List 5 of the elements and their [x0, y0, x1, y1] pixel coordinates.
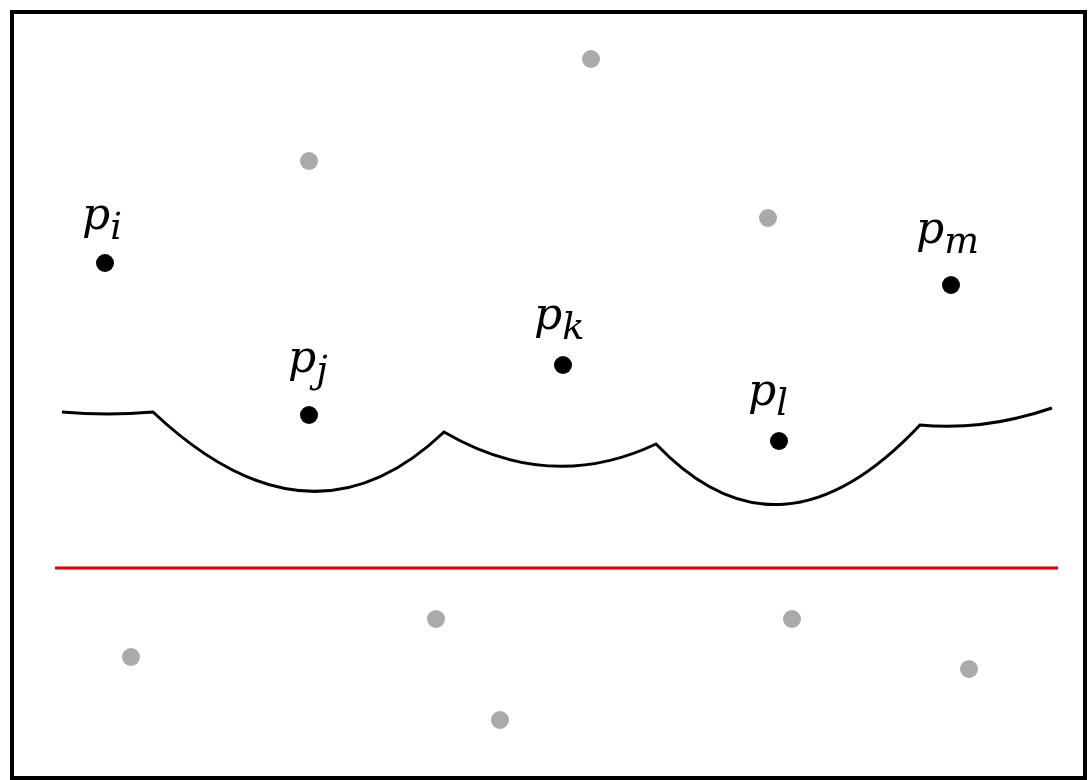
point-label: p$_{j}$ [288, 335, 328, 389]
point-label: p$_{k}$ [534, 292, 585, 346]
point-label: p$_{i}$ [82, 192, 122, 246]
point-label: p$_{m}$ [916, 206, 979, 260]
point-label: p$_{l}$ [748, 368, 788, 422]
